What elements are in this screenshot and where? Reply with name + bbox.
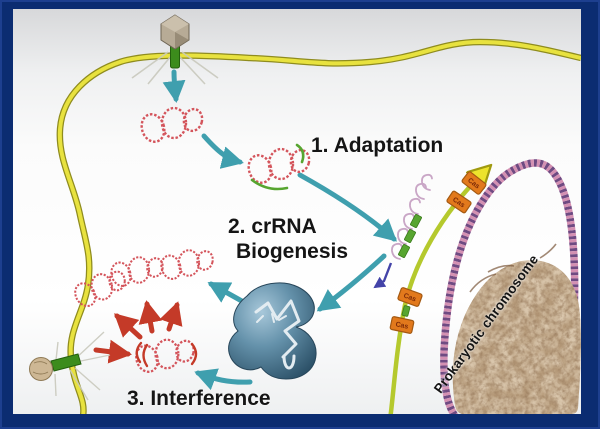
cell-membrane — [60, 42, 581, 416]
cas-gene-box: Cas — [446, 190, 472, 213]
viral-dna-coil — [138, 107, 204, 145]
arrow-locus-to-complex — [320, 256, 384, 309]
crrna-guide — [256, 301, 299, 357]
label-crrna-line2: Biogenesis — [236, 239, 349, 263]
label-adaptation: 1. Adaptation — [311, 134, 444, 157]
arrow-complex-to-interference — [198, 373, 250, 382]
viral-dna-fragment — [69, 268, 131, 311]
interference-arrows — [96, 304, 177, 354]
cas-gene-label: Cas — [395, 321, 409, 331]
arrow-degrade — [169, 305, 177, 329]
viral-dna-fragment — [108, 257, 164, 289]
target-dna-coil — [133, 339, 196, 375]
spacer-capture-arc — [252, 180, 287, 189]
crispr-locus: Cas Cas Cas Cas — [375, 171, 487, 420]
cas-protein-complex-icon — [229, 283, 316, 379]
spacer-capture-arc — [297, 145, 303, 162]
promoter-arrow — [375, 263, 391, 287]
viral-dna-coils — [69, 107, 311, 374]
cas-gene-box: Cas — [461, 171, 486, 195]
viral-dna-fragment — [158, 250, 214, 282]
bacteriophage-icon — [30, 332, 111, 400]
arrow-injection — [174, 72, 176, 99]
spacer-segments — [398, 214, 422, 317]
label-interference: 3. Interference — [127, 387, 271, 410]
arrow-degrade — [117, 316, 140, 337]
pre-crrna-transcript — [392, 175, 432, 317]
arrow-adaptation-to-locus — [300, 175, 394, 239]
arrow-to-adaptation — [204, 136, 240, 162]
crispr-array-line — [390, 172, 484, 420]
cas-gene-box: Cas — [397, 287, 422, 307]
label-crrna-biogenesis: 2. crRNA Biogenesis — [228, 215, 348, 265]
cas-gene-label: Cas — [402, 292, 417, 303]
cas-gene-box: Cas — [390, 316, 414, 333]
bacteriophage-icon — [132, 15, 218, 84]
label-crrna-line1: 2. crRNA — [228, 215, 317, 238]
arrow-phage-attack — [96, 350, 128, 354]
arrow-degrade — [147, 304, 152, 331]
viral-dna-coil-adaptation — [245, 145, 311, 189]
